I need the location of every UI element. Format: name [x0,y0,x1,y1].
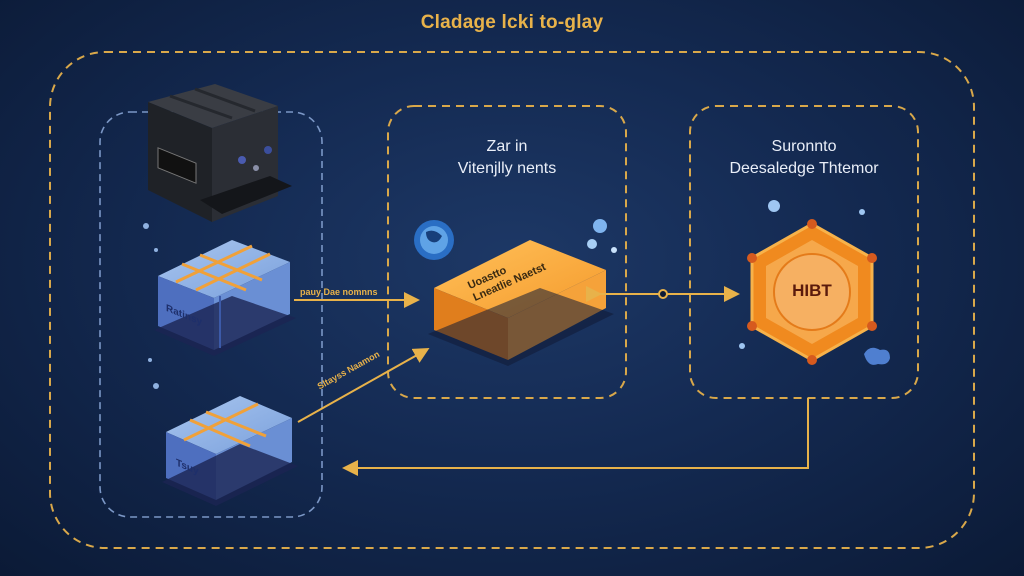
right-panel-line2: Deesaledge Thtemor [729,160,879,177]
crate-top [154,240,296,356]
right-panel-frame [689,105,919,399]
bubble-icon [611,247,617,253]
bubble-icon [859,209,865,215]
middle-panel-line1: Zar in [486,138,528,155]
middle-panel-line2: Vitenjlly nents [457,160,557,177]
outer-frame [49,51,975,549]
diagram-title: Cladage lcki to-glay [420,12,604,33]
right-panel-line1: Suronnto [771,138,837,155]
bubble-icon [739,343,745,349]
upper-arrow-label: pauy Dae nomnns [300,287,378,297]
return-arrow [342,398,809,476]
bubble-icon [593,219,607,233]
cloud-icon [864,347,890,365]
globe-icon [414,220,454,260]
hexagon-node [747,219,877,365]
bubble-icon [587,239,597,249]
right-panel-label: Suronnto Deesaledge Thtemor [690,136,918,180]
bubble-icon [768,200,780,212]
arrow-midpoint-dot [658,289,668,299]
arrow-crate-to-box-diagonal [297,348,430,423]
central-box [428,240,614,366]
hexagon-label: HIBT [792,281,832,300]
server-block [148,84,292,222]
middle-panel-label: Zar in Vitenjlly nents [388,136,626,180]
crate-bottom [162,396,298,506]
